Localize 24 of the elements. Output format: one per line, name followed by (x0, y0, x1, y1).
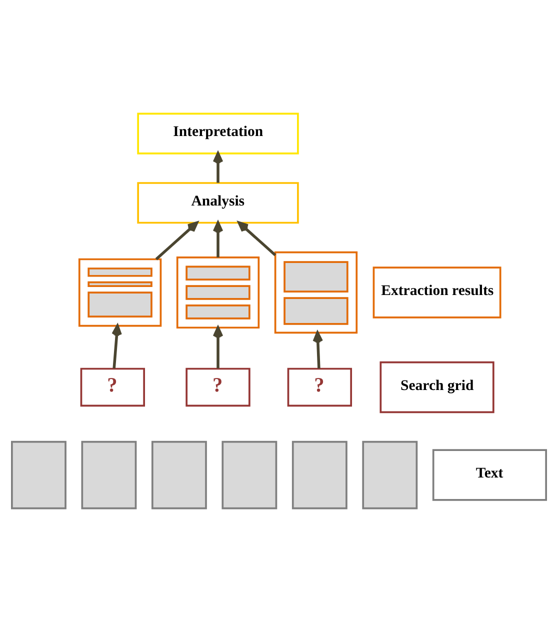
arrow (212, 152, 224, 183)
node-box: Interpretation (137, 112, 299, 154)
arrow (212, 221, 224, 258)
node-box (151, 440, 207, 510)
arrow (155, 221, 198, 260)
node-box (222, 440, 278, 510)
node-box (176, 256, 260, 329)
node-box: Extraction results (372, 266, 502, 318)
arrow (112, 324, 122, 369)
node-box: ? (287, 368, 352, 407)
node-box: Analysis (137, 182, 299, 224)
node-box (362, 440, 418, 510)
arrow (312, 331, 323, 368)
node-box (81, 440, 137, 510)
node-box (274, 251, 358, 334)
node-box (78, 258, 162, 327)
node-box: ? (186, 368, 250, 407)
node-box (11, 440, 66, 510)
arrow (212, 326, 224, 368)
node-box (292, 440, 348, 510)
arrow (238, 221, 276, 256)
node-box: Search grid (380, 361, 494, 414)
node-box: ? (80, 368, 145, 407)
node-box: Text (432, 449, 547, 501)
